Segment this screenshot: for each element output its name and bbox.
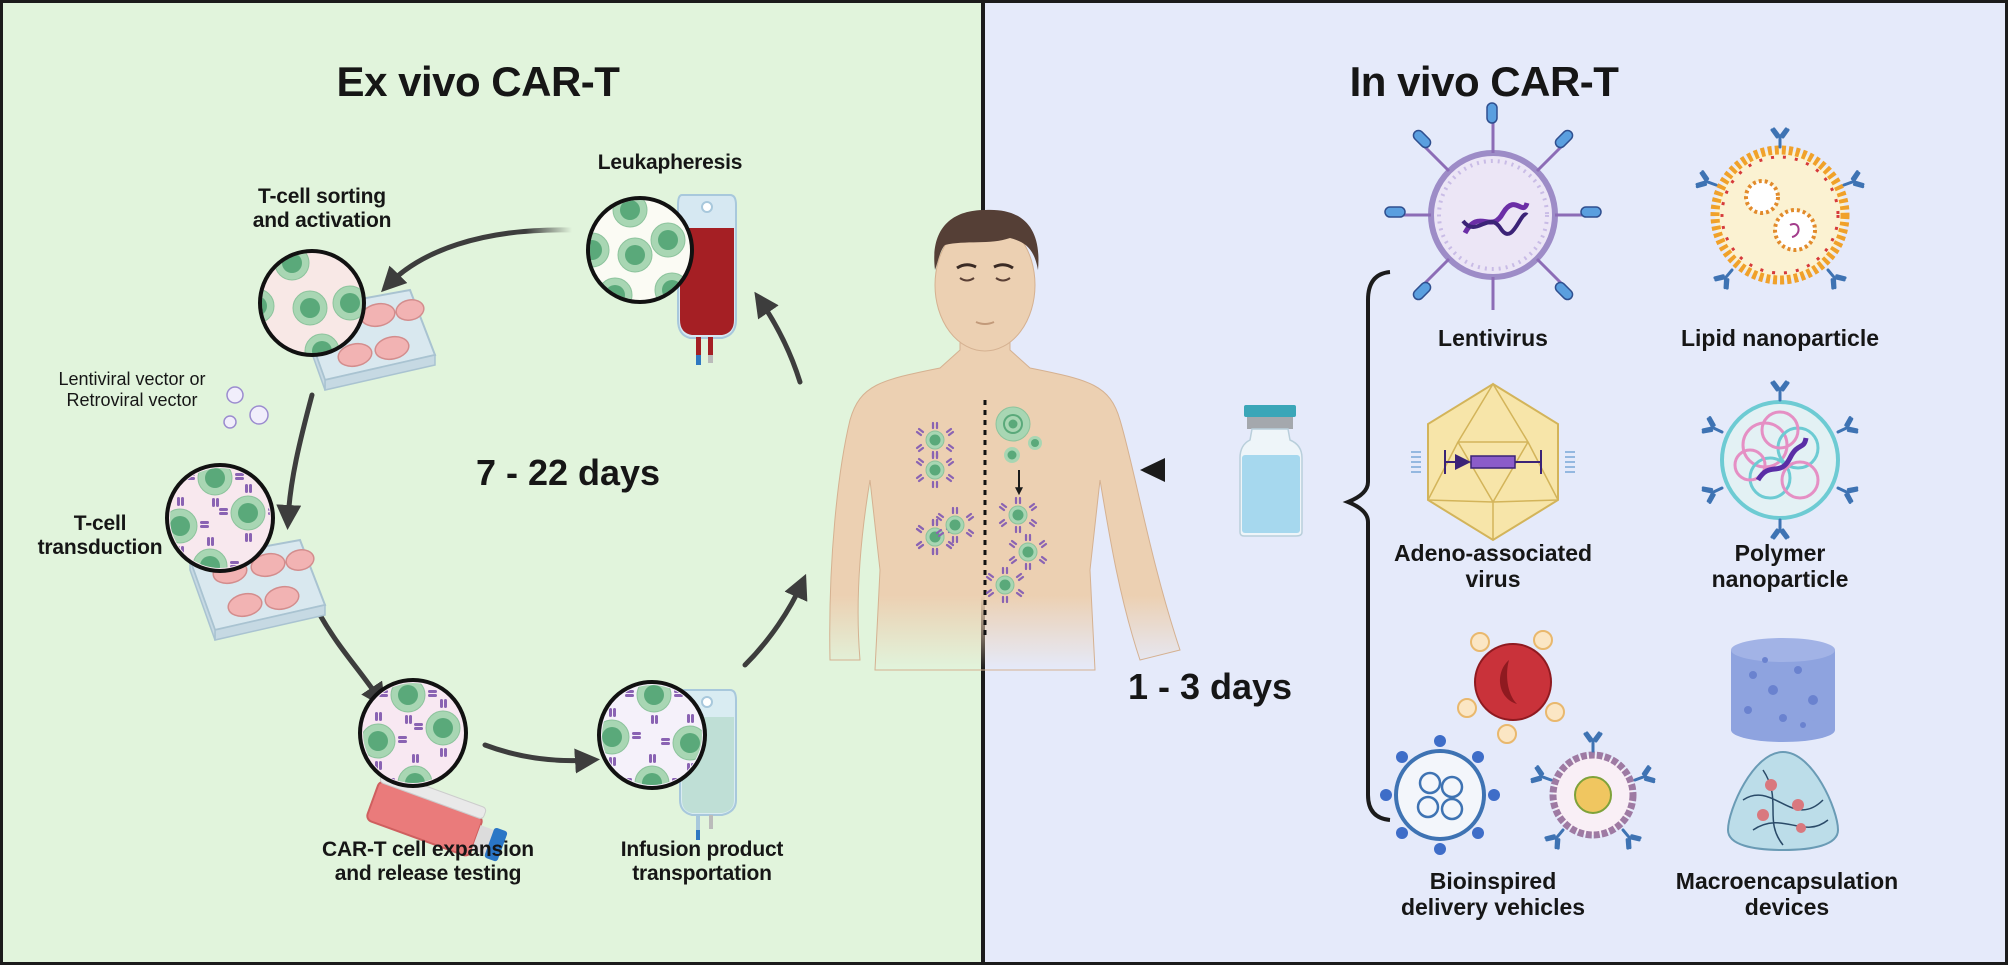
bioinspired-icons [1380, 630, 1657, 855]
sorting-illustration [258, 249, 436, 391]
polymer-nanoparticle-icon [1700, 380, 1860, 540]
vehicle-label-polymer-nanoparticle: Polymer nanoparticle [1711, 540, 1849, 593]
body-t-cells [1004, 416, 1042, 463]
arrow-leuka-to-sorting [381, 227, 575, 293]
arrow-infusion-to-patient [742, 573, 808, 668]
arrow-expansion-to-infusion [482, 742, 600, 774]
infusion-illustration [597, 680, 737, 840]
viral-vector-icons [223, 386, 269, 429]
step-label-infusion: Infusion product transportation [620, 838, 784, 886]
aav-icon [1411, 382, 1575, 542]
lipid-nanoparticle-icon [1694, 127, 1866, 291]
step-label-expansion: CAR-T cell expansion and release testing [322, 838, 534, 886]
step-label-leukapheresis: Leukapheresis [597, 151, 743, 174]
ex-vivo-title: Ex vivo CAR-T [336, 58, 620, 105]
transduction-illustration [165, 463, 326, 641]
vial-illustration [1239, 405, 1303, 537]
patient-illustration [829, 209, 1181, 671]
arrow-sorting-to-transduction [276, 392, 315, 530]
injection-arrowhead [1140, 458, 1165, 482]
vehicle-label-lipid-nanoparticle: Lipid nanoparticle [1680, 325, 1880, 351]
macroencapsulation-icons [1726, 638, 1840, 852]
expansion-illustration [358, 678, 508, 862]
vehicle-label-aav: Adeno-associated virus [1393, 540, 1593, 593]
lentivirus-icon [1384, 102, 1602, 310]
hydrogel-device-icon [1726, 750, 1840, 852]
vehicle-label-bioinspired: Bioinspired delivery vehicles [1400, 868, 1586, 921]
red-blood-cell-icon [1457, 630, 1565, 744]
virus-like-particle-icon [1380, 735, 1500, 855]
step-label-sorting: T-cell sorting and activation [252, 185, 392, 233]
options-bracket [1342, 270, 1391, 822]
ex-vivo-duration: 7 - 22 days [475, 452, 661, 493]
arrow-transduction-to-expansion [317, 612, 386, 709]
in-vivo-duration: 1 - 3 days [1127, 666, 1293, 707]
exosome-icon [1529, 731, 1657, 851]
cycle-arrows [276, 227, 808, 774]
step-label-transduction: T-cell transduction [37, 512, 163, 560]
leukapheresis-illustration [586, 194, 737, 365]
in-vivo-title: In vivo CAR-T [1349, 58, 1619, 105]
ex-vivo-panel [3, 3, 981, 962]
vehicle-label-macroencapsulation: Macroencapsulation devices [1675, 868, 1899, 921]
vector-note: Lentiviral vector or Retroviral vector [58, 369, 206, 410]
porous-scaffold-icon [1731, 638, 1835, 742]
vehicle-label-lentivirus: Lentivirus [1438, 325, 1548, 351]
arrow-patient-to-leuka [754, 291, 803, 385]
